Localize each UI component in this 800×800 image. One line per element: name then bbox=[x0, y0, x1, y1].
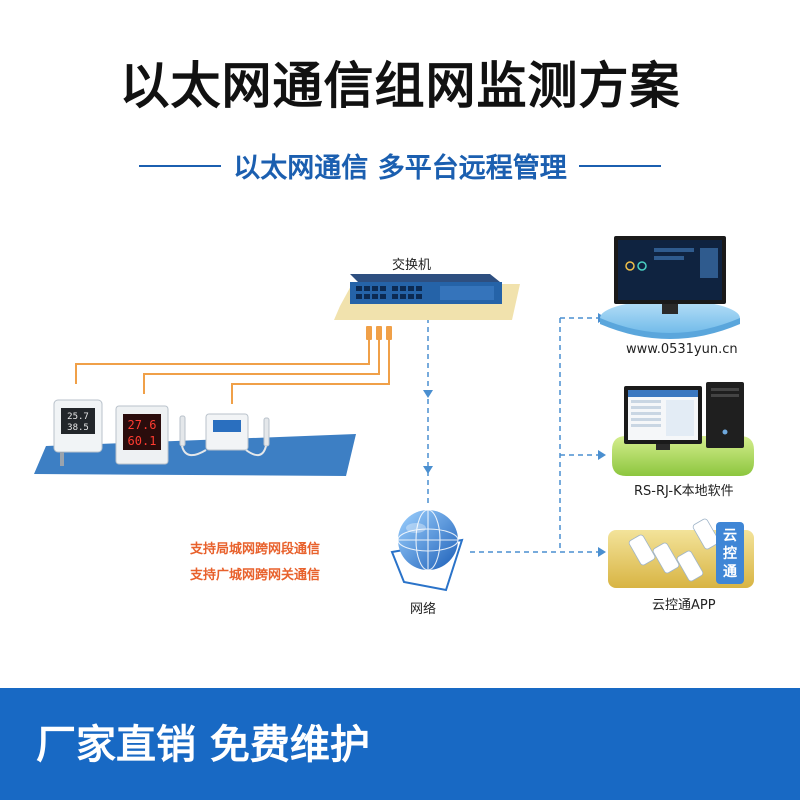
page-title: 以太网通信组网监测方案 bbox=[119, 57, 681, 115]
app-icon-char-1: 云 bbox=[723, 528, 737, 544]
app-endpoint-label: 云控通APP bbox=[652, 598, 716, 613]
feature-wan: 支持广城网跨网关通信 bbox=[190, 568, 321, 583]
web-platform bbox=[600, 236, 740, 339]
software-platform bbox=[612, 382, 754, 476]
sensor-device-2: 27.6 60.1 bbox=[115, 405, 169, 465]
switch-label: 交换机 bbox=[392, 258, 432, 273]
sensor2-reading-2: 60.1 bbox=[128, 434, 157, 448]
software-endpoint-label: RS-RJ-K本地软件 bbox=[634, 484, 734, 499]
arrow-down-1 bbox=[423, 390, 433, 398]
sensor1-reading-1: 25.7 bbox=[67, 412, 89, 422]
app-icon-char-2: 控 bbox=[723, 545, 737, 562]
app-icon-char-3: 通 bbox=[723, 564, 737, 580]
cable-1 bbox=[75, 340, 370, 384]
arrow-right-app bbox=[598, 547, 606, 557]
subtitle-line-right bbox=[578, 164, 661, 167]
footer-text: 厂家直销 免费维护 bbox=[36, 722, 370, 768]
sensor-device-3 bbox=[179, 413, 270, 457]
software-tower bbox=[706, 382, 744, 448]
switch-device bbox=[334, 274, 520, 320]
subtitle: 以太网通信 多平台远程管理 bbox=[233, 153, 567, 184]
arrow-down-2 bbox=[423, 466, 433, 474]
subtitle-row: 以太网通信 多平台远程管理 bbox=[0, 146, 800, 185]
cable-2 bbox=[143, 340, 380, 394]
dashed-links bbox=[427, 317, 600, 553]
switch-panel bbox=[440, 286, 494, 300]
app-platform: 云 控 通 bbox=[608, 518, 754, 588]
sensor-device-1: 25.7 38.5 bbox=[53, 399, 103, 466]
arrow-right-software bbox=[598, 450, 606, 460]
network-globe bbox=[390, 509, 464, 592]
app-icon-bg bbox=[716, 522, 744, 584]
sensor1-reading-2: 38.5 bbox=[67, 423, 89, 433]
sensor2-reading-1: 27.6 bbox=[128, 418, 157, 432]
switch-ports bbox=[356, 286, 422, 299]
web-endpoint-label: www.0531yun.cn bbox=[626, 342, 738, 357]
switch-top bbox=[350, 274, 500, 282]
ethernet-cables bbox=[75, 340, 390, 404]
footer-banner: 厂家直销 免费维护 bbox=[0, 688, 800, 800]
cable-3 bbox=[231, 340, 390, 404]
network-label: 网络 bbox=[410, 602, 437, 617]
switch-plugs bbox=[366, 326, 392, 340]
feature-lan: 支持局城网跨网段通信 bbox=[190, 542, 321, 557]
web-pad bbox=[600, 300, 740, 336]
subtitle-line-left bbox=[139, 164, 222, 167]
